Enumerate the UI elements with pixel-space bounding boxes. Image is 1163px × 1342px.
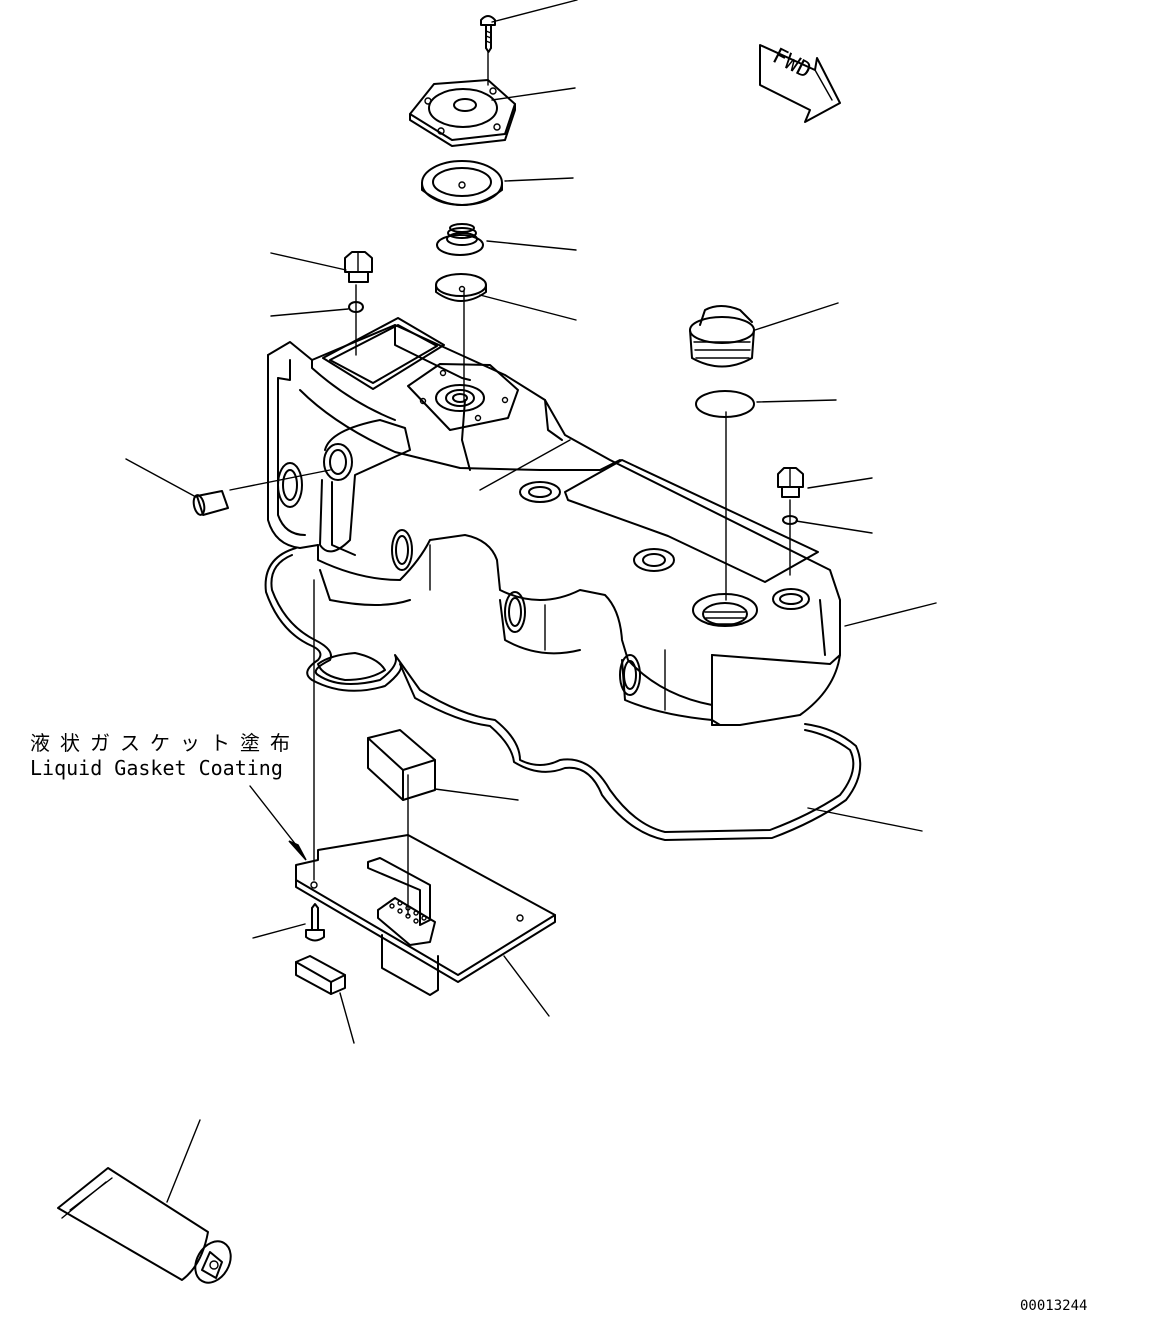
bolt-icon bbox=[344, 251, 373, 283]
screw-icon bbox=[305, 903, 325, 942]
sensor-plate-icon bbox=[295, 834, 556, 996]
rubber-block-icon bbox=[367, 729, 436, 801]
note-english: Liquid Gasket Coating bbox=[30, 756, 283, 780]
rubber-pad-icon bbox=[295, 955, 346, 995]
diaphragm-icon bbox=[421, 160, 503, 206]
oil-filler-cap-icon bbox=[689, 305, 755, 368]
screw-icon bbox=[480, 15, 496, 53]
spring-icon bbox=[436, 223, 484, 256]
assembly-center-lines bbox=[229, 51, 791, 916]
fwd-arrow-icon: FWD bbox=[759, 44, 841, 123]
note-japanese: 液状ガスケット塗布 bbox=[30, 731, 300, 755]
breather-cover-icon bbox=[409, 79, 516, 147]
cylinder-head-cover-icon bbox=[267, 317, 841, 726]
liquid-gasket-note: 液状ガスケット塗布 Liquid Gasket Coating bbox=[30, 731, 300, 780]
plug-icon bbox=[192, 490, 229, 516]
o-ring-icon bbox=[695, 390, 755, 418]
washer-icon bbox=[782, 515, 798, 525]
bolt-icon bbox=[777, 467, 804, 498]
valve-disc-icon bbox=[435, 273, 487, 302]
cover-gasket-icon bbox=[264, 547, 862, 841]
leader-lines bbox=[125, 0, 937, 1203]
drawing-number: 00013244 bbox=[1020, 1298, 1087, 1314]
note-arrow-head bbox=[288, 840, 307, 861]
washer-icon bbox=[348, 301, 364, 313]
gasket-tube-icon bbox=[57, 1167, 232, 1284]
